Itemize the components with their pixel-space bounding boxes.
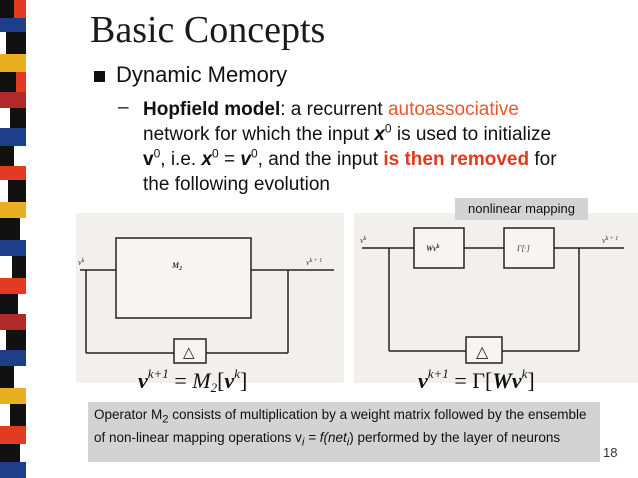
- svg-text:vk + 1: vk + 1: [306, 258, 322, 267]
- delay-triangle-icon: △: [476, 344, 489, 361]
- svg-text:M2: M2: [171, 261, 182, 272]
- slide-title: Basic Concepts: [90, 9, 326, 51]
- sub-bullet-dash: –: [118, 97, 129, 118]
- svg-text:vk: vk: [78, 258, 85, 267]
- bullet-dynamic-memory: Dynamic Memory: [116, 62, 288, 87]
- svg-text:Wvk: Wvk: [426, 244, 440, 253]
- autoassociative-term: autoassociative: [387, 99, 519, 120]
- right-equation: vk+1 = Γ[Wvk]: [418, 366, 535, 393]
- left-equation: vk+1 = M2[vk]: [138, 366, 248, 395]
- bullet-square-icon: [94, 71, 105, 82]
- page-number: 18: [603, 445, 618, 460]
- decorative-color-stripe: [0, 0, 26, 478]
- nonlinear-mapping-label: nonlinear mapping: [455, 198, 588, 220]
- input-removed-term: is then removed: [383, 149, 530, 170]
- delay-triangle-icon: △: [183, 344, 195, 361]
- left-block-diagram: vk M2 vk + 1 △: [76, 213, 344, 383]
- svg-text:Γ[·]: Γ[·]: [516, 244, 530, 253]
- hopfield-term: Hopfield model: [143, 99, 281, 120]
- svg-text:vk: vk: [360, 236, 367, 245]
- hopfield-description: Hopfield model: a recurrent autoassociat…: [143, 99, 557, 195]
- right-block-diagram: vk Wvk Γ[·] vk + 1 △: [354, 213, 638, 383]
- svg-text:vk + 1: vk + 1: [602, 236, 618, 245]
- operator-note-box: Operator M2 consists of multiplication b…: [88, 402, 600, 462]
